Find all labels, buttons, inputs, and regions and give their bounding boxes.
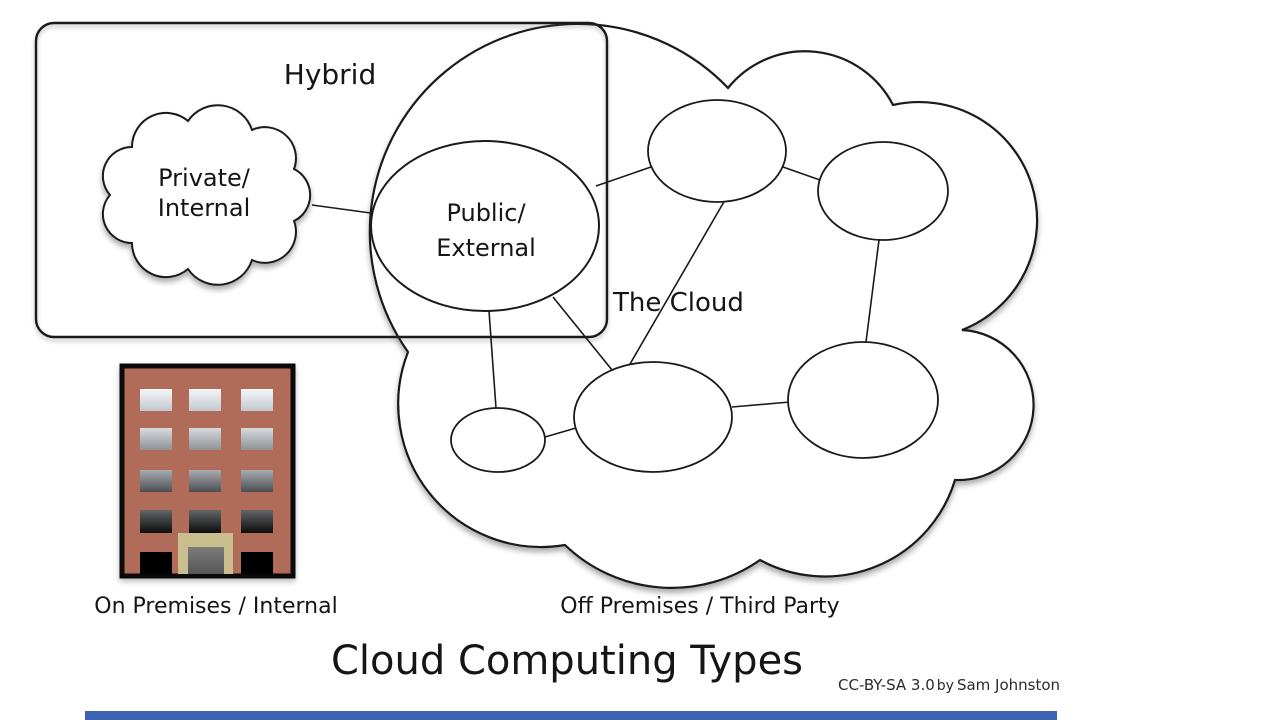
building-window <box>241 552 273 574</box>
building-window <box>189 389 221 411</box>
link-node1-node2 <box>782 166 821 181</box>
building-window <box>241 470 273 492</box>
building-window <box>140 510 172 533</box>
link-public-node1 <box>595 166 652 187</box>
attribution-by: by <box>937 678 954 694</box>
hybrid-boundary-box <box>34 21 609 339</box>
network-links <box>311 166 880 438</box>
diagram-title: Cloud Computing Types <box>331 638 803 684</box>
cloud-node-small <box>450 407 546 473</box>
private-cloud-shape <box>101 104 312 286</box>
attribution-author: Sam Johnston <box>957 676 1060 694</box>
office-building-icon <box>119 363 296 579</box>
link-public-node4 <box>552 296 613 371</box>
bottom-accent-bar <box>85 711 1057 720</box>
public-cloud-node <box>370 140 600 312</box>
public-cloud-label-line1: Public/ <box>446 199 526 227</box>
link-private-public <box>311 204 379 215</box>
off-premises-label: Off Premises / Third Party <box>560 594 839 619</box>
the-cloud-label: The Cloud <box>612 288 744 318</box>
public-cloud-label-line2: External <box>436 234 536 262</box>
building-window <box>241 510 273 533</box>
link-public-node5 <box>488 310 497 409</box>
building-window <box>140 552 172 574</box>
building-door <box>188 547 224 574</box>
link-node4-node3 <box>731 401 791 408</box>
building-window <box>140 389 172 411</box>
attribution-license: CC-BY-SA 3.0 <box>838 676 935 694</box>
building-window <box>140 428 172 450</box>
link-node1-node4 <box>629 199 726 365</box>
cloud-node-top <box>647 99 787 203</box>
building-window <box>189 510 221 533</box>
on-premises-label: On Premises / Internal <box>94 594 337 619</box>
building-window <box>189 470 221 492</box>
building-window <box>241 428 273 450</box>
private-cloud-label-line2: Internal <box>158 194 251 222</box>
building-window <box>140 470 172 492</box>
hybrid-label: Hybrid <box>284 58 376 91</box>
cloud-node-bottom <box>573 361 733 473</box>
link-node2-node3 <box>865 239 880 343</box>
private-cloud-label-line1: Private/ <box>158 164 251 192</box>
cloud-node-top-right <box>817 141 949 241</box>
building-window <box>189 428 221 450</box>
building-window <box>241 389 273 411</box>
link-node5-node4 <box>544 427 577 438</box>
cloud-node-right <box>787 341 939 459</box>
